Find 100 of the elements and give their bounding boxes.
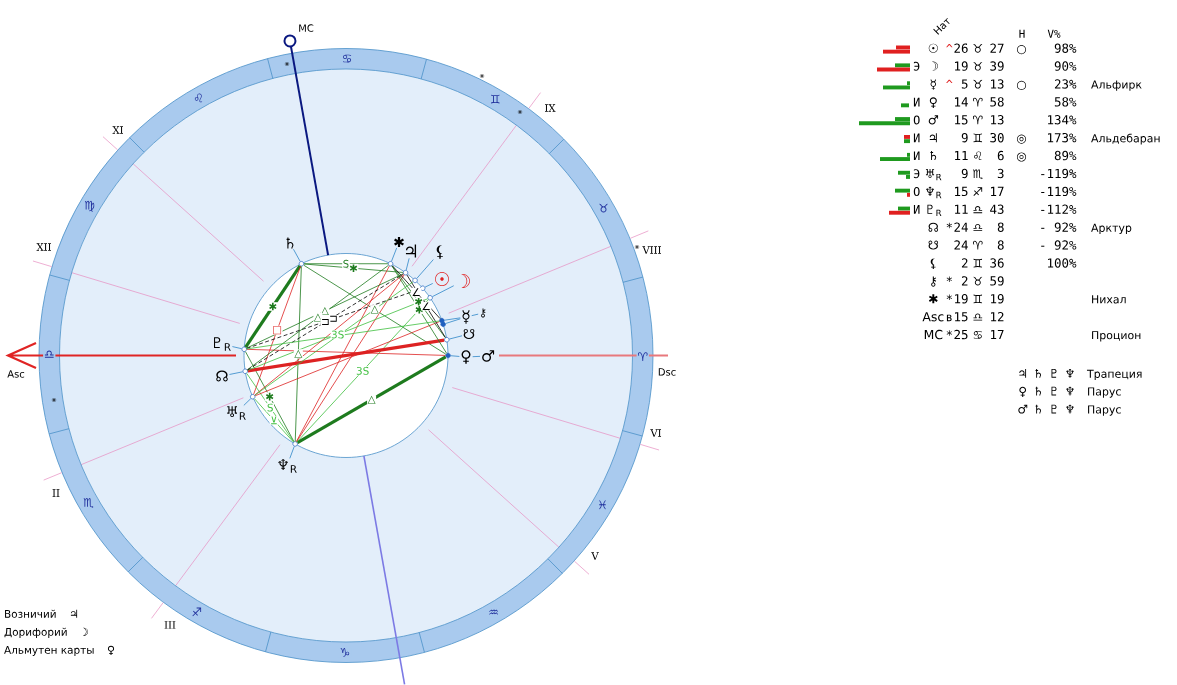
degree-value: 15: [955, 312, 968, 322]
aspect-line: [254, 398, 294, 443]
zodiac-sign: ♈: [973, 240, 983, 250]
leader-line: [448, 335, 463, 340]
leader-line: [229, 371, 244, 375]
axis-label: Dsc: [658, 368, 676, 376]
planet-symbol: ♃: [929, 133, 937, 143]
aspect-line: [303, 263, 404, 273]
zodiac-sign: ♌: [974, 151, 982, 161]
position-mark: *: [946, 276, 952, 282]
house-number: VI: [650, 429, 661, 437]
leader-line: [293, 248, 301, 262]
planet-symbol: ☋: [928, 240, 939, 250]
minute-value: 3: [997, 168, 1004, 179]
minute-value: 13: [991, 79, 1004, 89]
zodiac-sign: ♉: [973, 276, 983, 286]
position-mark: ^: [946, 79, 953, 84]
zodiac-sign: ♐: [973, 187, 983, 196]
degree-value: 19: [955, 294, 968, 304]
zodiac-sign: ♉: [973, 44, 983, 53]
leader-line: [444, 317, 461, 321]
edge-label: ⊻: [269, 415, 279, 425]
zodiac-sign: ♏: [82, 497, 95, 509]
edge-label: S: [342, 259, 350, 269]
minute-value: 36: [990, 258, 1004, 268]
position-mark: в: [946, 314, 952, 322]
aspect-line: [244, 265, 302, 348]
house-number: IX: [545, 104, 556, 112]
strength-percent: 58%: [1054, 97, 1077, 107]
degree-value: 15: [955, 186, 968, 197]
edge-label: ⊐: [328, 315, 339, 323]
strength-percent: -119%: [1041, 186, 1077, 197]
zodiac-sign: ♊: [973, 133, 982, 143]
degree-value: 2: [961, 276, 968, 286]
minute-value: 30: [990, 132, 1004, 143]
house-number: V: [591, 552, 599, 560]
aspect-line: [406, 274, 446, 338]
zodiac-sign: ♌: [192, 92, 205, 104]
aspect-line: [391, 265, 447, 354]
leader-line: [232, 346, 242, 350]
planet-symbol: ♀: [929, 97, 937, 108]
planet-symbol: ♄: [1035, 386, 1042, 396]
column-header: V%: [1047, 29, 1061, 38]
strength-percent: -112%: [1041, 204, 1077, 214]
strength-percent: 100%: [1048, 258, 1077, 268]
strength-percent: 173%: [1048, 132, 1077, 143]
planet-symbol: ✱: [928, 294, 938, 304]
aspect-line: [296, 355, 447, 444]
edge-label: 3S: [355, 366, 370, 376]
planet-symbol: ♆$_{R}$: [926, 186, 942, 199]
aspect-line: [247, 298, 429, 371]
zodiac-sign: ♊: [489, 93, 502, 105]
zodiac-sign: ♊: [973, 294, 982, 304]
leader-line: [416, 259, 434, 279]
edge-label: △: [370, 305, 380, 315]
aspect-line: [294, 266, 302, 442]
aspect-line: [254, 321, 440, 397]
planet-symbol: ♇: [1051, 369, 1057, 378]
axis-label: Asc: [7, 370, 25, 378]
planet-glyph: ☋: [463, 328, 475, 340]
planet-symbol: ♀: [107, 645, 115, 656]
minute-value: 39: [990, 61, 1004, 71]
zodiac-sign: ♑: [338, 647, 352, 658]
aspect-line: [391, 265, 446, 338]
degree-value: 26: [954, 43, 968, 53]
zodiac-sign: ♈: [973, 97, 983, 107]
edge-label: □: [271, 325, 283, 335]
aspect-line: [296, 299, 429, 443]
star-name: Арктур: [1091, 223, 1132, 234]
zodiac-sign: ♋: [973, 331, 982, 339]
planet-state-letter: И: [913, 133, 920, 143]
zodiac-sign: ♒: [487, 608, 500, 618]
house-number: II: [52, 489, 60, 497]
strength-percent: 90%: [1054, 61, 1077, 71]
planet-state-letter: И: [913, 151, 920, 161]
edge-label: ⊐: [320, 318, 331, 326]
zodiac-sign: ♈: [973, 115, 983, 125]
strength-percent: 23%: [1054, 79, 1077, 89]
zodiac-sign: ♐: [190, 606, 203, 618]
status-symbol: ◎: [1016, 152, 1027, 162]
degree-value: 19: [955, 61, 968, 71]
leader-line: [405, 257, 410, 271]
planet-symbol: ⚷: [931, 276, 937, 287]
position-mark: *: [946, 294, 952, 300]
planet-glyph: ♇$_{R}$: [214, 337, 231, 351]
planet-symbol: ☿: [930, 79, 937, 90]
planet-state-letter: И: [913, 97, 920, 107]
minute-value: 8: [997, 222, 1004, 232]
planet-symbol: ⚸: [930, 258, 936, 270]
status-symbol: ○: [1016, 45, 1027, 55]
aspect-line: [247, 338, 445, 373]
minute-value: 17: [991, 330, 1004, 340]
minute-value: 59: [990, 276, 1004, 286]
degree-value: 11: [955, 151, 968, 161]
planet-glyph: ♀: [461, 350, 471, 364]
planet-symbol: ♂: [1018, 404, 1028, 414]
star-name: Процион: [1092, 331, 1141, 342]
planet-symbol: ♄: [1035, 404, 1042, 414]
planet-symbol: ♆: [1066, 369, 1074, 378]
house-number: XII: [36, 243, 51, 251]
